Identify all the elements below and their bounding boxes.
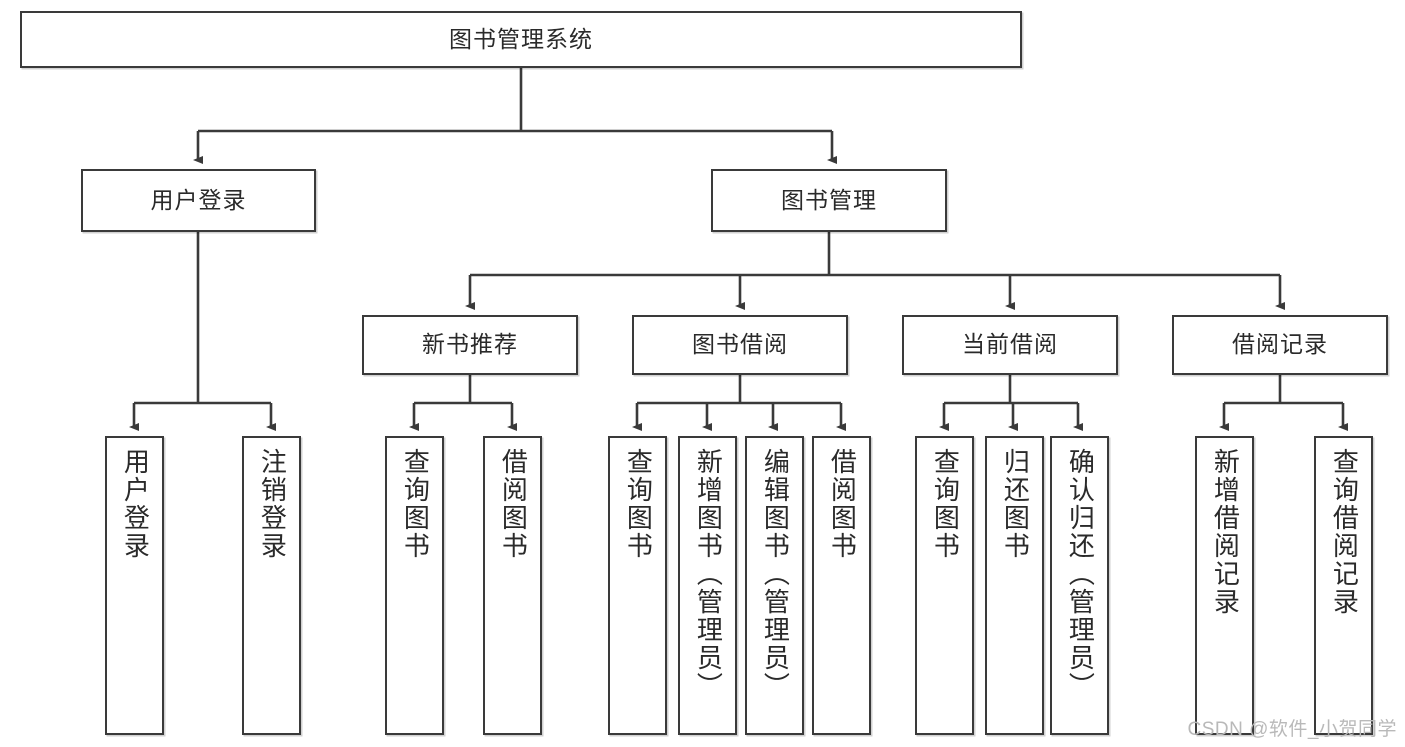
- node-leaf-borrow-book-1-label: 借阅图书: [498, 448, 529, 560]
- node-user-login-label: 用户登录: [150, 186, 247, 213]
- node-leaf-query-book-2-label: 查询图书: [623, 448, 654, 560]
- node-leaf-add-book-label: 新增图书（管理员）: [693, 448, 724, 700]
- node-leaf-query-book-1-label: 查询图书: [400, 448, 431, 560]
- node-leaf-logout-label: 注销登录: [257, 448, 288, 560]
- node-leaf-query-book-2[interactable]: 查询图书: [608, 436, 667, 735]
- node-leaf-add-record[interactable]: 新增借阅记录: [1195, 436, 1254, 735]
- node-leaf-query-book-3[interactable]: 查询图书: [915, 436, 974, 735]
- node-leaf-logout[interactable]: 注销登录: [242, 436, 301, 735]
- node-user-login[interactable]: 用户登录: [81, 169, 316, 232]
- node-leaf-query-record-label: 查询借阅记录: [1329, 448, 1360, 616]
- node-leaf-user-login[interactable]: 用户登录: [105, 436, 164, 735]
- node-new-book-recommend[interactable]: 新书推荐: [362, 315, 578, 375]
- node-leaf-user-login-label: 用户登录: [120, 448, 151, 560]
- node-leaf-confirm-return-label: 确认归还（管理员）: [1065, 448, 1096, 700]
- node-current-borrow-label: 当前借阅: [962, 331, 1058, 358]
- node-book-manage-label: 图书管理: [781, 186, 877, 213]
- node-leaf-edit-book[interactable]: 编辑图书（管理员）: [745, 436, 804, 735]
- node-leaf-confirm-return[interactable]: 确认归还（管理员）: [1050, 436, 1109, 735]
- node-borrow-record[interactable]: 借阅记录: [1172, 315, 1388, 375]
- node-leaf-add-record-label: 新增借阅记录: [1210, 448, 1241, 616]
- node-leaf-add-book[interactable]: 新增图书（管理员）: [678, 436, 737, 735]
- node-leaf-query-book-3-label: 查询图书: [930, 448, 961, 560]
- node-root[interactable]: 图书管理系统: [20, 11, 1022, 68]
- node-current-borrow[interactable]: 当前借阅: [902, 315, 1118, 375]
- node-book-borrow[interactable]: 图书借阅: [632, 315, 848, 375]
- node-book-borrow-label: 图书借阅: [692, 331, 788, 358]
- node-leaf-return-book[interactable]: 归还图书: [985, 436, 1044, 735]
- node-leaf-edit-book-label: 编辑图书（管理员）: [760, 448, 791, 700]
- watermark-text: CSDN @软件_小贺同学: [1187, 719, 1397, 740]
- node-root-label: 图书管理系统: [449, 25, 593, 52]
- node-leaf-return-book-label: 归还图书: [1000, 448, 1031, 560]
- node-leaf-borrow-book-2[interactable]: 借阅图书: [812, 436, 871, 735]
- node-leaf-borrow-book-2-label: 借阅图书: [827, 448, 858, 560]
- node-book-manage[interactable]: 图书管理: [711, 169, 947, 232]
- node-leaf-query-book-1[interactable]: 查询图书: [385, 436, 444, 735]
- node-new-book-recommend-label: 新书推荐: [422, 331, 518, 358]
- node-borrow-record-label: 借阅记录: [1232, 331, 1328, 358]
- node-leaf-borrow-book-1[interactable]: 借阅图书: [483, 436, 542, 735]
- node-leaf-query-record[interactable]: 查询借阅记录: [1314, 436, 1373, 735]
